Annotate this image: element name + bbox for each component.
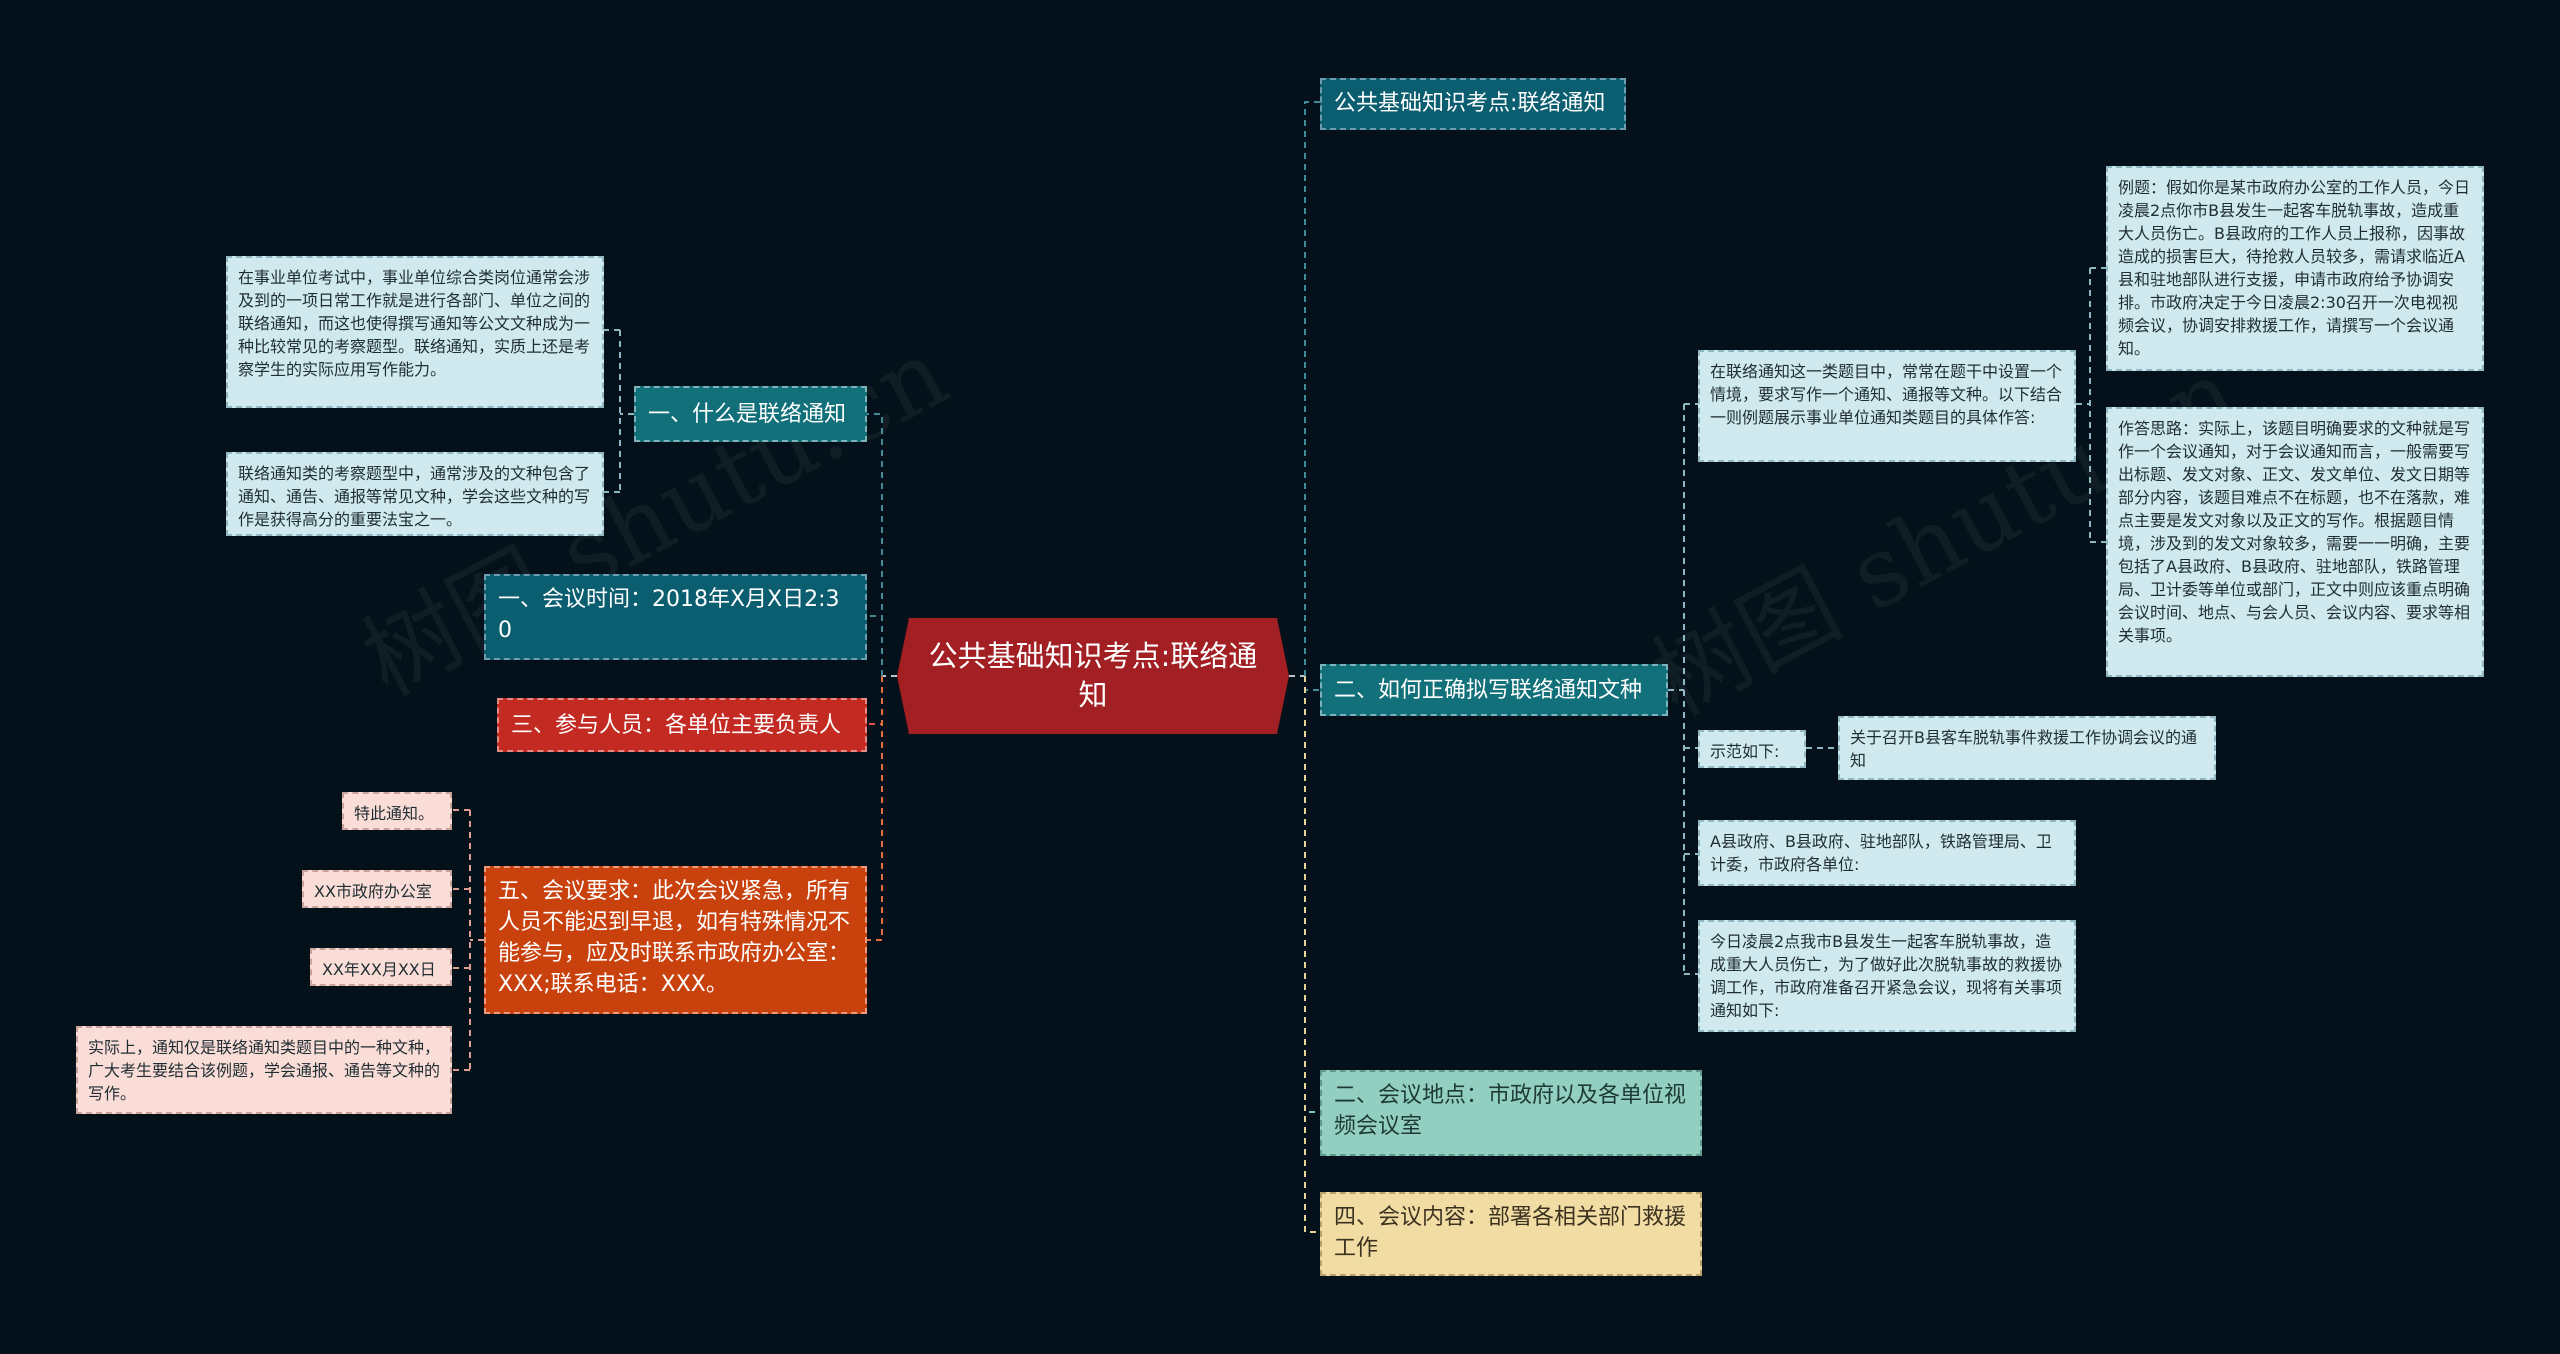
link-how-children xyxy=(1668,404,1685,974)
how-recipients[interactable]: A县政府、B县政府、驻地部队，铁路管理局、卫计委，市政府各单位: xyxy=(1698,820,2076,886)
topic-top-title[interactable]: 公共基础知识考点:联络通知 xyxy=(1320,78,1626,130)
link-right-top xyxy=(1304,101,1320,676)
link-left-what xyxy=(867,413,883,676)
link-left-attendees xyxy=(867,676,883,725)
link-req-children xyxy=(469,810,484,1070)
how-body[interactable]: 今日凌晨2点我市B县发生一起客车脱轨事故，造成重大人员伤亡，为了做好此次脱轨事故… xyxy=(1698,920,2076,1032)
link-left-requirements xyxy=(867,676,883,941)
what-desc2[interactable]: 联络通知类的考察题型中，通常涉及的文种包含了通知、通告、通报等常见文种，学会这些… xyxy=(226,452,604,536)
link-right-content xyxy=(1304,676,1320,1233)
how-approach[interactable]: 作答思路：实际上，该题目明确要求的文种就是写作一个会议通知，对于会议通知而言，一… xyxy=(2106,407,2484,677)
link-left-time xyxy=(867,615,883,676)
topic-content[interactable]: 四、会议内容：部署各相关部门救援工作 xyxy=(1320,1192,1702,1276)
how-sample-label[interactable]: 示范如下: xyxy=(1698,730,1806,768)
topic-attendees[interactable]: 三、参与人员：各单位主要负责人 xyxy=(497,698,867,752)
link-right-location xyxy=(1304,676,1320,1113)
req-closing[interactable]: 特此通知。 xyxy=(342,792,452,830)
root-topic[interactable]: 公共基础知识考点:联络通知 xyxy=(897,618,1289,734)
how-intro[interactable]: 在联络通知这一类题目中，常常在题干中设置一个情境，要求写作一个通知、通报等文种。… xyxy=(1698,350,2076,462)
link-what-children xyxy=(619,330,634,492)
topic-how-to-write[interactable]: 二、如何正确拟写联络通知文种 xyxy=(1320,664,1668,716)
topic-requirements[interactable]: 五、会议要求：此次会议紧急，所有人员不能迟到早退，如有特殊情况不能参与，应及时联… xyxy=(484,866,867,1014)
req-date[interactable]: XX年XX月XX日 xyxy=(310,948,452,986)
topic-time[interactable]: 一、会议时间：2018年X月X日2:30 xyxy=(484,574,867,660)
topic-location[interactable]: 二、会议地点：市政府以及各单位视频会议室 xyxy=(1320,1070,1702,1156)
how-sample-title[interactable]: 关于召开B县客车脱轨事件救援工作协调会议的通知 xyxy=(1838,716,2216,780)
link-intro-children xyxy=(2076,268,2091,542)
how-example[interactable]: 例题：假如你是某市政府办公室的工作人员，今日凌晨2点你市B县发生一起客车脱轨事故… xyxy=(2106,166,2484,371)
what-desc1[interactable]: 在事业单位考试中，事业单位综合类岗位通常会涉及到的一项日常工作就是进行各部门、单… xyxy=(226,256,604,408)
req-issuer[interactable]: XX市政府办公室 xyxy=(302,870,452,908)
topic-what-is[interactable]: 一、什么是联络通知 xyxy=(634,386,867,442)
link-right-how xyxy=(1304,676,1320,691)
req-note[interactable]: 实际上，通知仅是联络通知类题目中的一种文种，广大考生要结合该例题，学会通报、通告… xyxy=(76,1026,452,1114)
